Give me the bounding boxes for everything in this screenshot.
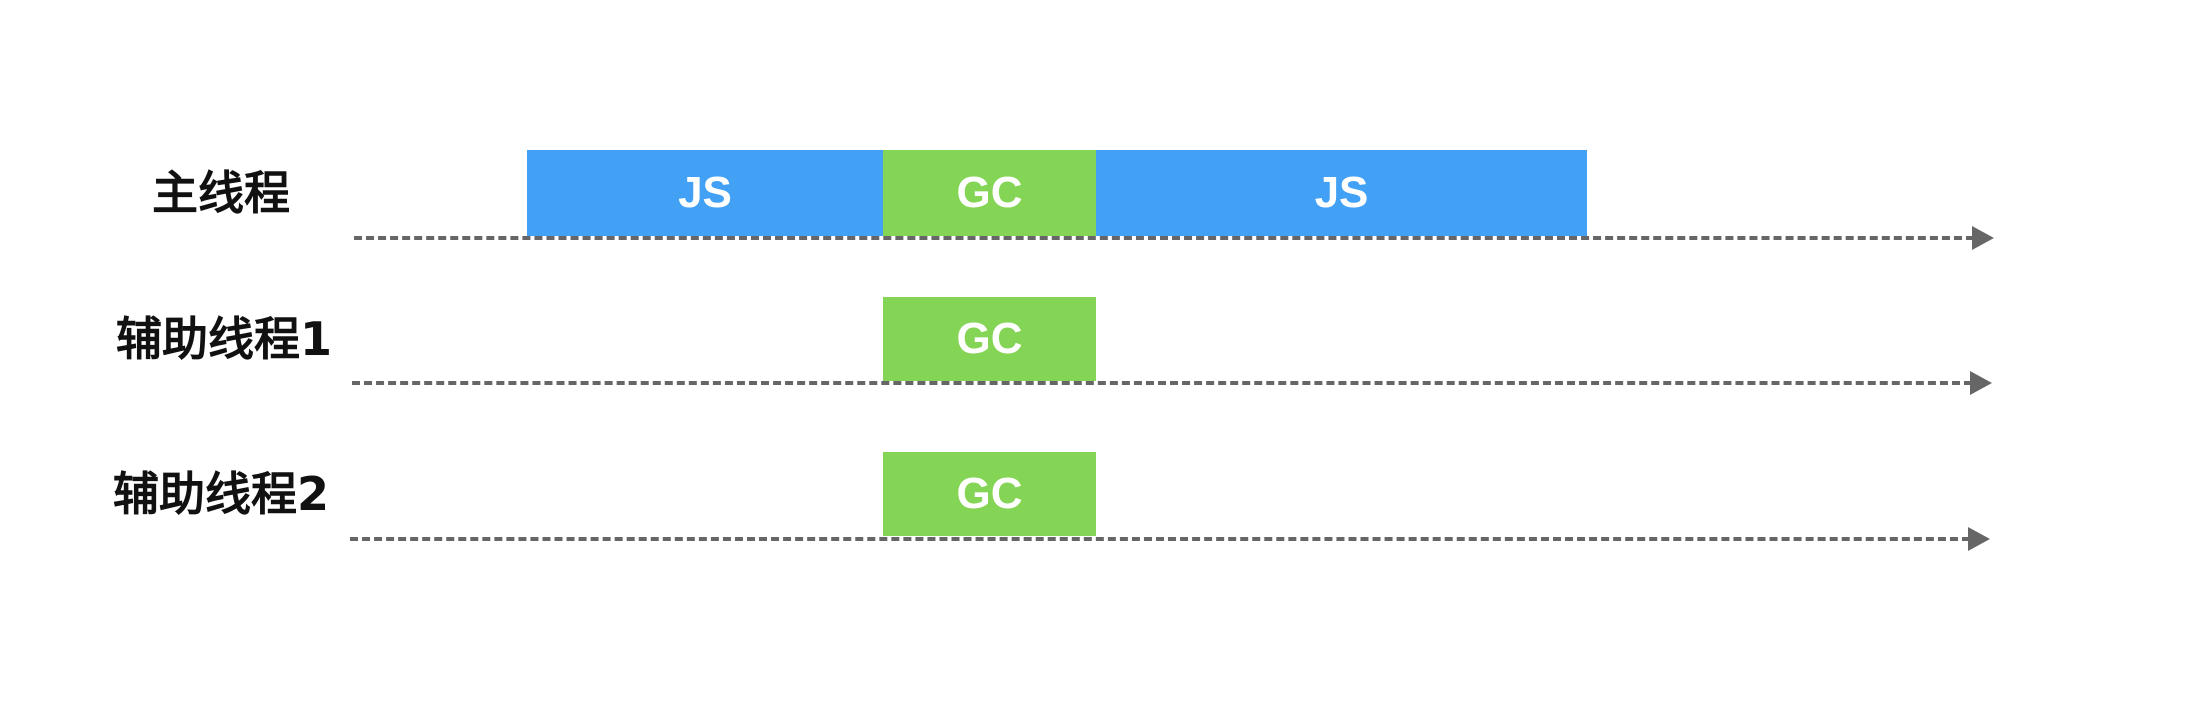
- helper-thread-2-gc-block-label: GC: [956, 469, 1023, 518]
- main-thread-js-block-2: JS: [1096, 150, 1587, 236]
- helper-thread-1-arrow-icon: [1970, 371, 1992, 395]
- helper-thread-2-timeline: [350, 537, 1970, 541]
- helper-thread-1-label: 辅助线程1: [116, 312, 333, 366]
- helper-thread-1-gc-block-label: GC: [956, 314, 1023, 363]
- main-thread-timeline: [354, 236, 1974, 240]
- main-thread-gc-block-label: GC: [956, 168, 1023, 217]
- main-thread-js-block-1: JS: [527, 150, 883, 236]
- main-thread-gc-block: GC: [883, 150, 1096, 236]
- helper-thread-2-label: 辅助线程2: [113, 467, 330, 521]
- main-thread-js-block-1-label: JS: [678, 168, 732, 217]
- main-thread-label: 主线程: [152, 166, 290, 220]
- helper-thread-1-timeline: [352, 381, 1972, 385]
- main-thread-arrow-icon: [1972, 226, 1994, 250]
- main-thread-js-block-2-label: JS: [1314, 168, 1369, 217]
- helper-thread-1-gc-block: GC: [883, 297, 1096, 381]
- helper-thread-2-gc-block: GC: [883, 452, 1096, 536]
- helper-thread-2-arrow-icon: [1968, 527, 1990, 551]
